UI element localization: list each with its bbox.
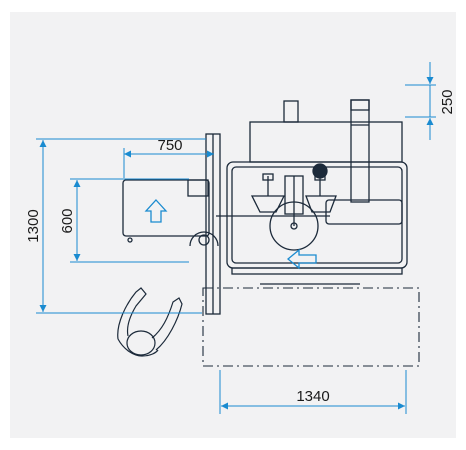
machine-outline (122, 99, 408, 315)
clamp-knob (312, 163, 328, 179)
dim-250-label: 250 (439, 89, 456, 114)
dim-1340-label: 1340 (296, 388, 329, 405)
arrow-up-outline-icon (144, 199, 168, 223)
diagram-panel (10, 12, 456, 438)
dust-outlet (283, 100, 299, 123)
left-clamp (250, 173, 286, 213)
saw-guard-arm (350, 99, 370, 203)
right-clamp (305, 173, 337, 213)
dim-750-label: 750 (157, 137, 182, 154)
rear-housing (249, 121, 403, 163)
sliding-carriage (122, 179, 210, 237)
dim-1300-label: 1300 (25, 209, 42, 242)
dim-600-label: 600 (59, 208, 76, 233)
dimension-lines (36, 62, 436, 414)
rip-fence (325, 199, 403, 225)
arrow-left-outline-icon (286, 248, 317, 270)
outfeed-table (202, 287, 420, 367)
operator-figure-icon (117, 287, 183, 357)
